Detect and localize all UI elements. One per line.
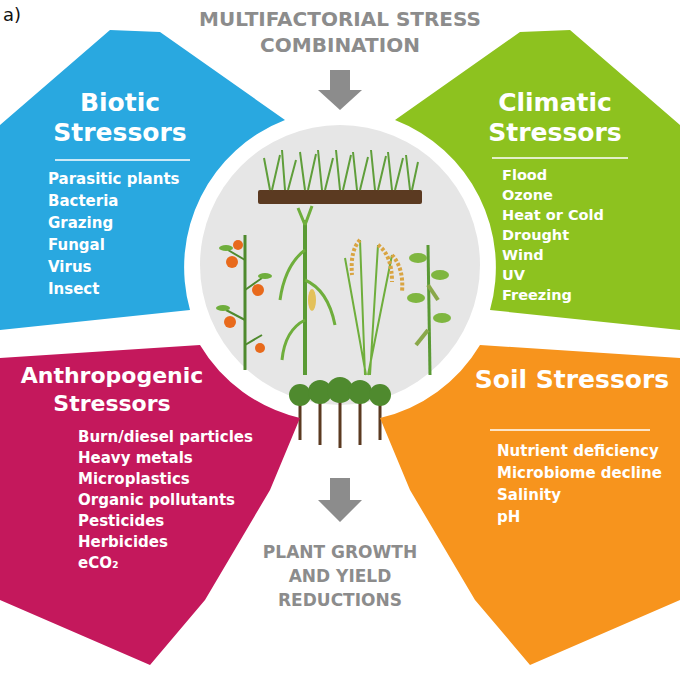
stressor-item: Salinity [497, 486, 561, 504]
stressor-panel: Anthropogenic StressorsBurn/diesel parti… [0, 340, 310, 665]
stressor-item: Freezing [502, 286, 572, 304]
stressor-item: Bacteria [48, 192, 118, 210]
stressor-item: eCO₂ [78, 554, 119, 572]
tomato-plant [216, 235, 272, 370]
panel-letter: a) [3, 4, 43, 26]
stressor-item: Herbicides [78, 533, 168, 551]
panel-heading: Soil Stressors [472, 365, 672, 395]
stressor-item: Fungal [48, 236, 105, 254]
panel-heading: Climatic Stressors [460, 88, 650, 148]
stressor-panel: Soil StressorsNutrient deficiencyMicrobi… [370, 340, 680, 665]
stressor-item: Heat or Cold [502, 206, 604, 224]
stressor-item: Virus [48, 258, 92, 276]
stressor-item: Pesticides [78, 512, 164, 530]
stressor-panel: Climatic StressorsFloodOzoneHeat or Cold… [390, 30, 680, 330]
stressor-item: Nutrient deficiency [497, 442, 659, 460]
diagram-caption: PLANT GROWTH AND YIELD REDUCTIONS [240, 540, 440, 612]
grass-tray [258, 150, 422, 204]
stressor-item: Ozone [502, 186, 553, 204]
panel-heading: Biotic Stressors [20, 88, 220, 148]
stressor-item: Burn/diesel particles [78, 428, 253, 446]
stressor-item: Flood [502, 166, 547, 184]
rice-plant [345, 240, 402, 375]
stressor-item: Microbiome decline [497, 464, 662, 482]
down-arrow [318, 478, 362, 522]
corn-plant [280, 206, 335, 375]
stressor-item: Organic pollutants [78, 491, 235, 509]
stressor-item: UV [502, 266, 525, 284]
stressor-item: pH [497, 508, 520, 526]
down-arrow [318, 70, 362, 110]
stressor-panel: Biotic StressorsParasitic plantsBacteria… [0, 30, 290, 330]
stressor-item: Parasitic plants [48, 170, 180, 188]
panel-heading: Anthropogenic Stressors [2, 362, 222, 418]
tree-row [289, 377, 391, 448]
center-disk [200, 125, 480, 405]
stressor-item: Grazing [48, 214, 113, 232]
stressor-item: Drought [502, 226, 569, 244]
stressor-item: Heavy metals [78, 449, 193, 467]
soybean-plant [407, 245, 451, 375]
stressor-item: Microplastics [78, 470, 190, 488]
diagram-title: MULTIFACTORIAL STRESS COMBINATION [185, 6, 495, 58]
stressor-item: Insect [48, 280, 99, 298]
stressor-item: Wind [502, 246, 544, 264]
